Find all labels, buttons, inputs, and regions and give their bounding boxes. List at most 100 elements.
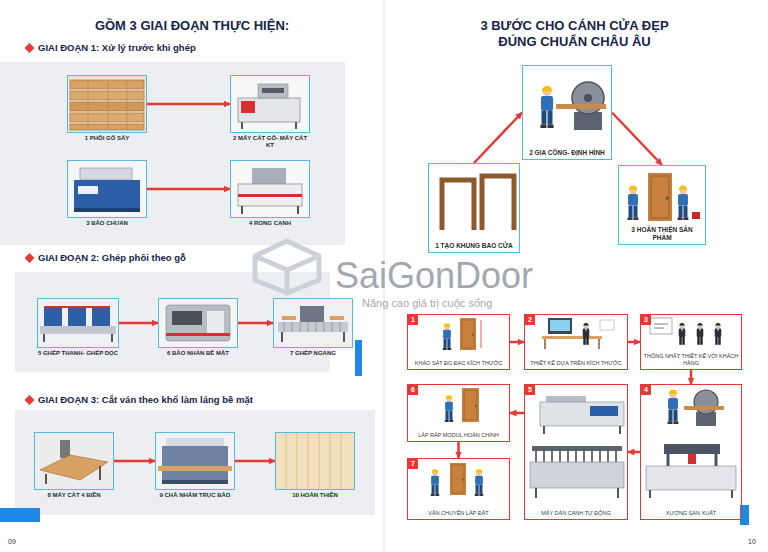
watermark-slogan: Nâng cao giá trị cuộc sống xyxy=(362,297,492,310)
sander-picture xyxy=(156,433,234,489)
caption: LẮP RÁP MODUL HOÀN CHỈNH xyxy=(410,432,507,439)
machine-card: 6 BÀO NHẴN BỀ MẶT xyxy=(158,298,238,357)
flow-arrow xyxy=(147,103,230,106)
meeting-picture xyxy=(650,318,721,345)
step-number: 3 xyxy=(641,315,651,325)
page-number: 09 xyxy=(8,538,16,546)
machine-card: 3 BÀO CHUẨN xyxy=(67,160,147,227)
caption: 10 HOÀN THIỆN xyxy=(275,492,355,499)
panel-glue-line-picture xyxy=(274,299,352,347)
photo-frame xyxy=(158,298,238,348)
step-number: 5 xyxy=(525,385,535,395)
flow-arrow xyxy=(628,341,640,344)
cycle-step: 3 HOÀN THIỆN SẢN PHẨM xyxy=(618,165,706,245)
step-number: 4 xyxy=(641,385,651,395)
caption: 9 CHÀ NHÁM TRỤC BÀO xyxy=(155,492,235,499)
machine-card: 1 PHÔI GỖ SẤY xyxy=(67,75,147,142)
flow-arrow xyxy=(235,460,275,463)
assembly-picture xyxy=(445,388,479,422)
cycle-step: 2 GIA CÔNG- ĐỊNH HÌNH xyxy=(522,65,612,160)
photo-frame xyxy=(37,298,119,348)
photo-frame xyxy=(155,432,235,490)
phase-heading: GIAI ĐOẠN 2: Ghép phôi theo gỗ xyxy=(38,252,186,263)
cutting-machine-picture xyxy=(231,76,309,132)
accent-bar xyxy=(355,340,362,376)
step-number: 2 xyxy=(525,315,535,325)
workshop-picture xyxy=(646,390,736,498)
panel-saw-picture xyxy=(35,433,113,489)
bullet-diamond xyxy=(25,43,35,53)
photo-frame xyxy=(67,75,147,133)
caption: 1 TẠO KHUNG BAO CỬA xyxy=(432,242,516,250)
rip-saw-picture xyxy=(231,161,309,217)
step-number: 1 xyxy=(408,315,418,325)
photo-frame xyxy=(273,298,353,348)
caption: 2 MÁY CẮT GỖ- MÁY CẮT KT xyxy=(230,135,310,149)
photo-frame xyxy=(230,75,310,133)
process-step: 7VẬN CHUYỂN LẮP ĐẶT xyxy=(407,458,510,520)
phase-heading: GIAI ĐOẠN 1: Xử lý trước khi ghép xyxy=(38,42,196,53)
machine-card: 4 RONG CẠNH xyxy=(230,160,310,227)
page-title: GỒM 3 GIAI ĐOẠN THỰC HIỆN: xyxy=(0,18,384,34)
flow-arrow xyxy=(147,188,230,191)
wood-stack-picture xyxy=(68,76,146,132)
machine-card: 2 MÁY CẮT GỖ- MÁY CẮT KT xyxy=(230,75,310,149)
page-number: 10 xyxy=(748,538,756,546)
flow-arrow xyxy=(510,341,524,344)
caption: 3 HOÀN THIỆN SẢN PHẨM xyxy=(622,226,702,241)
phase-band xyxy=(0,62,345,245)
measuring-picture xyxy=(443,318,481,350)
planer-picture xyxy=(68,161,146,217)
step-number: 6 xyxy=(408,385,418,395)
caption: THỐNG NHẤT THIẾT KẾ VỚI KHÁCH HÀNG xyxy=(643,353,739,367)
finger-joint-line-picture xyxy=(38,299,118,347)
accent-bar xyxy=(0,508,40,522)
caption: MÁY DÁN CẠNH TỰ ĐỘNG xyxy=(527,510,625,517)
photo-frame xyxy=(67,160,147,218)
delivery-picture xyxy=(431,463,483,496)
page-title: 3 BƯỚC CHO CÁNH CỬA ĐẸP ĐÚNG CHUẨN CHÂU … xyxy=(467,18,682,49)
finished-panel-picture xyxy=(276,433,354,489)
caption: 2 GIA CÔNG- ĐỊNH HÌNH xyxy=(526,149,608,157)
flow-arrow xyxy=(457,442,460,458)
caption: 4 RONG CẠNH xyxy=(230,220,310,227)
caption: 3 BÀO CHUẨN xyxy=(67,220,147,227)
door-frame-picture xyxy=(442,176,514,230)
worker-saw-picture xyxy=(540,82,606,130)
surface-planer-picture xyxy=(159,299,237,347)
process-step: 1KHẢO SÁT ĐO ĐẠC KÍCH THƯỚC xyxy=(407,314,510,370)
flow-arrow xyxy=(690,370,693,384)
flow-arrow xyxy=(474,113,522,164)
finished-door-picture xyxy=(628,173,700,221)
photo-frame xyxy=(230,160,310,218)
edge-bander-picture xyxy=(530,396,624,498)
photo-frame xyxy=(34,432,114,490)
flow-arrow xyxy=(612,113,662,166)
machine-card: 5 GHÉP THANH- GHÉP DỌC xyxy=(37,298,119,357)
caption: THIẾT KẾ DỰA TRÊN KÍCH THƯỚC xyxy=(527,360,625,367)
flow-arrow xyxy=(628,451,640,454)
watermark: SaiGonDoor xyxy=(335,257,533,295)
process-step: 2THIẾT KẾ DỰA TRÊN KÍCH THƯỚC xyxy=(524,314,628,370)
cycle-step: 1 TẠO KHUNG BAO CỬA xyxy=(428,163,520,253)
caption: 6 BÀO NHẴN BỀ MẶT xyxy=(158,350,238,357)
caption: 5 GHÉP THANH- GHÉP DỌC xyxy=(37,350,119,357)
bullet-diamond xyxy=(25,253,35,263)
designer-picture xyxy=(542,318,614,349)
caption: 8 MÁY CẮT 4 BIÊN xyxy=(34,492,114,499)
photo-frame xyxy=(275,432,355,490)
process-step: 4XƯỞNG SẢN XUẤT xyxy=(640,384,742,520)
flow-arrow xyxy=(119,322,158,325)
machine-card: 7 GHÉP NGANG xyxy=(273,298,353,357)
machine-card: 8 MÁY CẮT 4 BIÊN xyxy=(34,432,114,499)
flow-arrow xyxy=(238,322,273,325)
flow-arrow xyxy=(114,460,155,463)
caption: 7 GHÉP NGANG xyxy=(273,350,353,357)
process-step: 3THỐNG NHẤT THIẾT KẾ VỚI KHÁCH HÀNG xyxy=(640,314,742,370)
bullet-diamond xyxy=(25,395,35,405)
process-step: 6LẮP RÁP MODUL HOÀN CHỈNH xyxy=(407,384,510,442)
caption: VẬN CHUYỂN LẮP ĐẶT xyxy=(410,510,507,517)
caption: 1 PHÔI GỖ SẤY xyxy=(67,135,147,142)
caption: KHẢO SÁT ĐO ĐẠC KÍCH THƯỚC xyxy=(410,360,507,367)
